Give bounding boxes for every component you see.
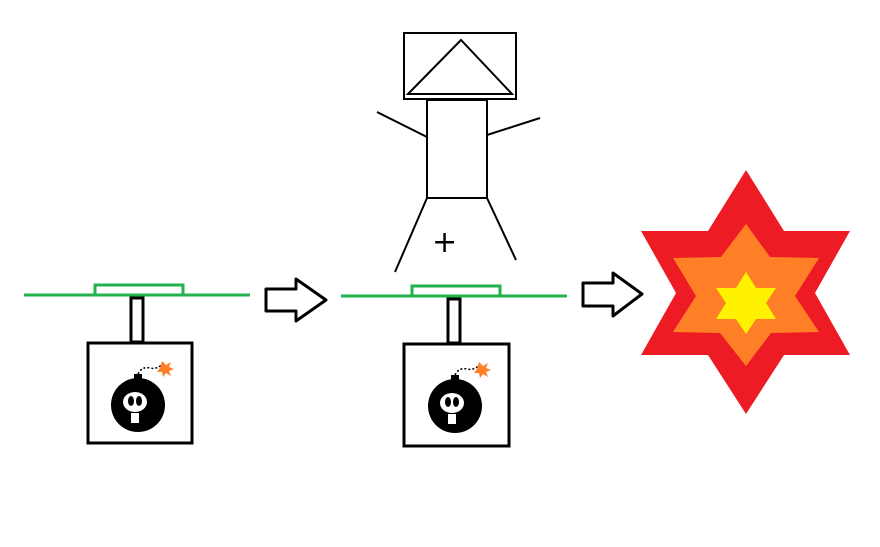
explosion-icon <box>641 170 850 414</box>
arrow-right-icon <box>264 277 328 323</box>
plus-symbol: + <box>432 225 458 260</box>
stick-figure <box>376 32 541 273</box>
figure-left-leg <box>394 197 428 273</box>
stage-1-trap <box>24 283 250 445</box>
figure-head-triangle <box>405 38 515 95</box>
stage-2-trap <box>341 284 567 448</box>
plate-stem <box>446 297 462 345</box>
plate-stem <box>129 296 145 344</box>
figure-left-arm <box>376 111 428 138</box>
bomb-icon <box>111 361 174 432</box>
figure-right-arm <box>486 117 541 136</box>
figure-body <box>426 99 488 199</box>
pressure-plate <box>93 283 185 297</box>
bomb-icon <box>428 362 491 433</box>
arrow-right-icon <box>581 271 644 318</box>
pressure-plate <box>410 284 502 298</box>
figure-right-leg <box>486 197 517 261</box>
